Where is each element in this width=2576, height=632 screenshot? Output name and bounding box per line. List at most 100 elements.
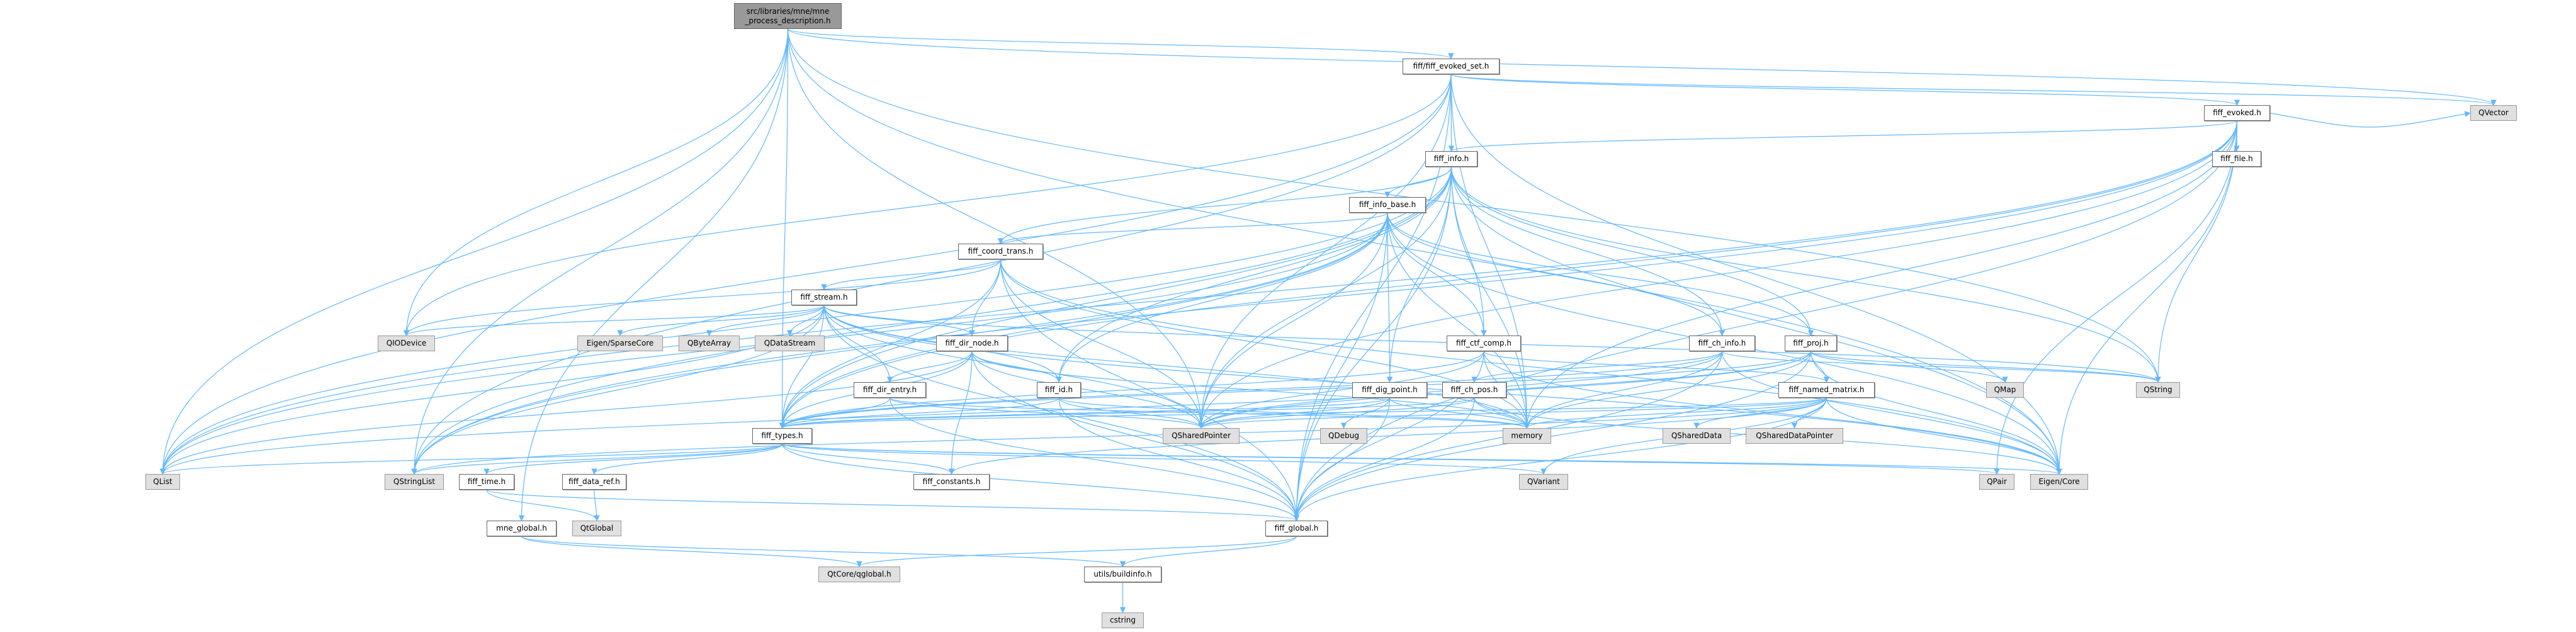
node-eigencore[interactable]: Eigen/Core: [2030, 474, 2088, 490]
edge-stream-to-global: [823, 305, 1300, 521]
edge-mne_global-to-buildinfo: [521, 536, 1126, 567]
node-proj[interactable]: fiff_proj.h: [1785, 336, 1837, 351]
node-mne-global[interactable]: mne_global.h: [487, 521, 556, 536]
edge-time-to-qtglobal: [486, 489, 600, 521]
node-ch-info[interactable]: fiff_ch_info.h: [1689, 336, 1755, 351]
edge-stream-to-types: [779, 305, 825, 429]
edge-coord_trans-to-dir_node: [969, 259, 1002, 336]
node-types[interactable]: fiff_types.h: [752, 428, 812, 444]
node-qdatastream[interactable]: QDataStream: [755, 336, 825, 351]
edge-evoked-to-info: [1449, 120, 2238, 152]
edge-evoked-to-qstring: [2155, 120, 2238, 383]
edge-root-to-evoked_set: [787, 28, 1454, 59]
node-qstringlist[interactable]: QStringList: [385, 474, 444, 490]
edge-stream-to-qstringlist: [411, 305, 825, 475]
edge-types-to-eigencore: [781, 443, 2062, 475]
edge-ch_pos-to-types: [779, 397, 1475, 429]
edge-root-to-qiodevice: [403, 28, 789, 336]
node-time[interactable]: fiff_time.h: [459, 474, 514, 490]
node-dir-entry[interactable]: fiff_dir_entry.h: [854, 382, 926, 398]
edge-types-to-qstringlist: [411, 443, 783, 475]
edge-named_matrix-to-qsharedpointer: [1198, 397, 1827, 429]
node-stream[interactable]: fiff_stream.h: [791, 290, 857, 305]
edge-named_matrix-to-memory: [1523, 397, 1827, 429]
node-coord-trans[interactable]: fiff_coord_trans.h: [958, 244, 1043, 259]
edge-evoked_set-to-evoked: [1450, 74, 2240, 106]
edge-evoked_set-to-qsharedpointer: [1198, 74, 1452, 429]
node-buildinfo[interactable]: utils/buildinfo.h: [1084, 567, 1161, 582]
edge-named_matrix-to-constants: [948, 397, 1827, 475]
edge-stream-to-qdatastream: [786, 305, 825, 336]
node-data-ref[interactable]: fiff_data_ref.h: [562, 474, 626, 490]
node-qiodevice[interactable]: QIODevice: [378, 336, 435, 351]
node-qmap[interactable]: QMap: [1986, 382, 2024, 398]
node-qtglobal[interactable]: QtGlobal: [572, 521, 621, 536]
node-root[interactable]: src/libraries/mne/mne _process_descripti…: [734, 3, 842, 29]
edge-info_base-to-coord_trans: [997, 212, 1388, 244]
node-sparsecore[interactable]: Eigen/SparseCore: [577, 336, 663, 351]
edge-ch_pos-to-memory: [1474, 397, 1530, 429]
edge-coord_trans-to-eigencore: [1000, 259, 2062, 475]
edge-evoked_set-to-qiodevice: [403, 74, 1452, 336]
edge-data_ref-to-qtglobal: [594, 489, 600, 521]
edge-info-to-coord_trans: [997, 166, 1452, 244]
edge-stream-to-dir_node: [823, 305, 975, 336]
edge-global-to-qglobal: [856, 536, 1297, 567]
edge-ctf_comp-to-named_matrix: [1483, 351, 1830, 383]
node-qshareddata[interactable]: QSharedData: [1663, 428, 1731, 444]
node-qshareddatapointer[interactable]: QSharedDataPointer: [1746, 428, 1843, 444]
node-ctf-comp[interactable]: fiff_ctf_comp.h: [1447, 336, 1521, 351]
edge-types-to-global: [781, 443, 1300, 521]
edge-proj-to-eigencore: [1810, 351, 2062, 475]
edge-coord_trans-to-stream: [821, 259, 1002, 290]
edge-types-to-data_ref: [591, 443, 783, 475]
node-qlist[interactable]: QList: [145, 474, 180, 490]
node-dir-node[interactable]: fiff_dir_node.h: [936, 336, 1008, 351]
edge-named_matrix-to-types: [779, 397, 1827, 429]
edge-root-to-qsharedpointer: [787, 28, 1204, 429]
node-qstring[interactable]: QString: [2136, 382, 2180, 398]
edge-named_matrix-to-eigencore: [1826, 397, 2062, 475]
node-qbytearray[interactable]: QByteArray: [679, 336, 740, 351]
node-constants[interactable]: fiff_constants.h: [913, 474, 990, 490]
edge-evoked_set-to-qlist: [159, 74, 1452, 475]
edge-info-to-eigencore: [1450, 166, 2062, 475]
edge-coord_trans-to-global: [1000, 259, 1300, 521]
node-dig-point[interactable]: fiff_dig_point.h: [1352, 382, 1427, 398]
node-qvector[interactable]: QVector: [2470, 105, 2517, 121]
edge-dig_point-to-qdebug: [1340, 397, 1391, 429]
node-qvariant[interactable]: QVariant: [1519, 474, 1568, 490]
edge-ch_pos-to-global: [1293, 397, 1475, 521]
node-evoked-set[interactable]: fiff/fiff_evoked_set.h: [1403, 59, 1500, 74]
node-file[interactable]: fiff_file.h: [2212, 151, 2261, 167]
edge-proj-to-qmap: [1810, 351, 2008, 383]
node-id[interactable]: fiff_id.h: [1037, 382, 1081, 398]
edge-root-to-qstring: [787, 28, 2161, 383]
edge-evoked-to-qpair: [1994, 120, 2238, 475]
edge-types-to-time: [483, 443, 783, 475]
edge-coord_trans-to-qiodevice: [403, 259, 1002, 336]
node-cstring[interactable]: cstring: [1102, 612, 1144, 628]
edge-ch_info-to-qstring: [1721, 351, 2161, 383]
edge-info-to-id: [1056, 166, 1452, 383]
edge-info_base-to-qstringlist: [411, 212, 1388, 475]
edge-info_base-to-proj: [1387, 212, 1814, 336]
edge-coord_trans-to-qsharedpointer: [1000, 259, 1204, 429]
node-qglobal[interactable]: QtCore/qglobal.h: [818, 567, 900, 582]
node-info-base[interactable]: fiff_info_base.h: [1349, 197, 1426, 213]
node-ch-pos[interactable]: fiff_ch_pos.h: [1442, 382, 1506, 398]
node-named-matrix[interactable]: fiff_named_matrix.h: [1778, 382, 1875, 398]
node-qdebug[interactable]: QDebug: [1320, 428, 1367, 444]
edge-dir_entry-to-memory: [889, 397, 1530, 429]
node-memory[interactable]: memory: [1503, 428, 1551, 444]
node-qpair[interactable]: QPair: [1979, 474, 2014, 490]
node-qsharedpointer[interactable]: QSharedPointer: [1163, 428, 1240, 444]
edge-ch_info-to-types: [779, 351, 1723, 429]
edge-stream-to-memory: [823, 305, 1530, 429]
node-global[interactable]: fiff_global.h: [1265, 521, 1328, 536]
node-evoked[interactable]: fiff_evoked.h: [2204, 105, 2270, 121]
edge-info-to-global: [1293, 166, 1452, 521]
edge-evoked-to-qvector: [2269, 111, 2471, 128]
edge-ch_info-to-memory: [1523, 351, 1723, 429]
node-info[interactable]: fiff_info.h: [1425, 151, 1477, 167]
